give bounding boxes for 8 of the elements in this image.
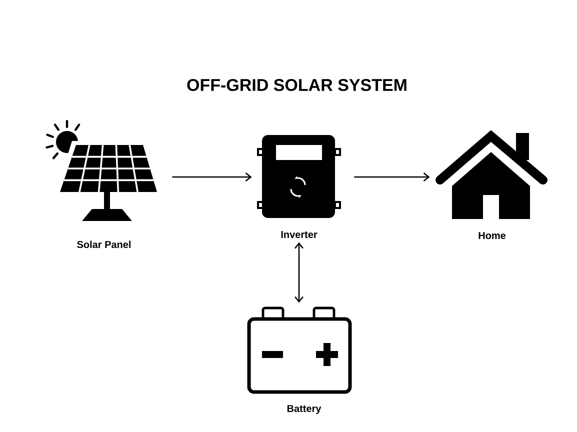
icon-label: Battery — [287, 405, 322, 414]
arrow — [172, 172, 252, 182]
icon-label: Solar Panel — [77, 240, 131, 248]
arrow — [294, 242, 304, 303]
icon-label: Home — [478, 232, 506, 240]
icon-label: Inverter — [281, 231, 318, 238]
arrow — [354, 172, 430, 182]
title: OFF-GRID SOLAR SYSTEM — [187, 78, 406, 92]
